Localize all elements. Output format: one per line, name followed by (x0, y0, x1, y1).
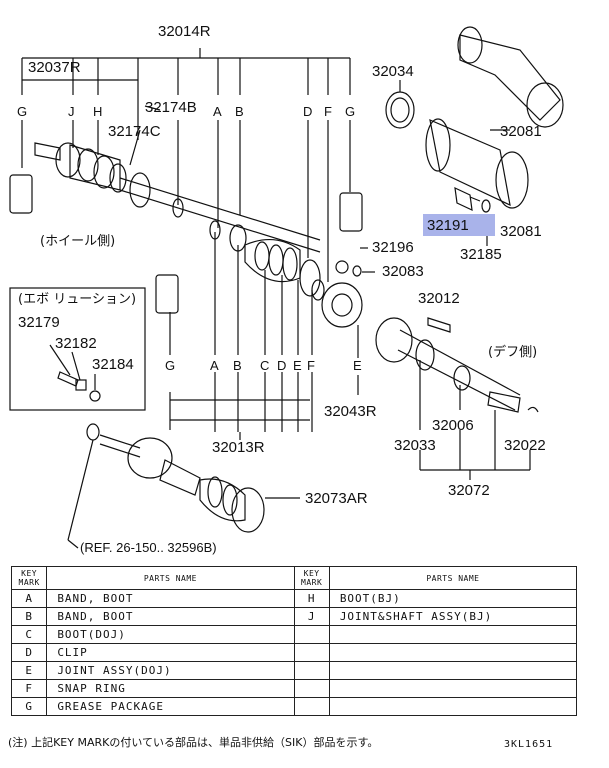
parts-table: KEY MARK PARTS NAME KEY MARK PARTS NAME … (10, 566, 578, 716)
label-32191: 32191 (427, 217, 469, 234)
top-key-6: F (324, 104, 332, 119)
top-key-4: B (235, 104, 244, 119)
label-32184: 32184 (92, 356, 134, 373)
top-key-1: J (68, 104, 75, 119)
table-row: D CLIP (10, 643, 578, 662)
label-32012: 32012 (418, 290, 460, 307)
label-32014R: 32014R (158, 23, 211, 40)
bottom-key-3: C (260, 358, 270, 373)
label-32185: 32185 (460, 246, 502, 263)
label-evolution: (エボ リューション) (18, 292, 137, 307)
bottom-key-2: B (233, 358, 242, 373)
top-key-0: G (17, 104, 28, 119)
label-32083: 32083 (382, 263, 424, 280)
label-32043R: 32043R (324, 403, 377, 420)
name-header-left: PARTS NAME (46, 566, 295, 590)
label-32034: 32034 (372, 63, 414, 80)
label-32022: 32022 (504, 437, 546, 454)
table-row: A BAND, BOOT H BOOT(BJ) (10, 589, 578, 608)
table-row: E JOINT ASSY(DOJ) (10, 661, 578, 680)
diagram-code: 3KL1651 (504, 739, 554, 750)
top-key-5: D (303, 104, 313, 119)
bottom-key-5: E (293, 358, 302, 373)
label-32174B: 32174B (145, 99, 197, 116)
name-header-right: PARTS NAME (328, 566, 578, 590)
top-key-3: A (213, 104, 222, 119)
label-32006: 32006 (432, 417, 474, 434)
label-32073AR: 32073AR (305, 490, 368, 507)
top-key-7: G (345, 104, 356, 119)
label-32196: 32196 (372, 239, 414, 256)
label-32081-lower: 32081 (500, 223, 542, 240)
key-header-right: KEY MARK (293, 566, 330, 590)
bottom-key-e: E (353, 358, 362, 373)
table-row: F SNAP RING (10, 679, 578, 698)
bottom-key-6: F (307, 358, 315, 373)
label-32174C: 32174C (108, 123, 161, 140)
table-row: C BOOT(DOJ) (10, 625, 578, 644)
label-32182: 32182 (55, 335, 97, 352)
footnote: (注) 上記KEY MARKの付いている部品は、単品非供給（SIK）部品を示す。 (8, 736, 379, 749)
table-row: G GREASE PACKAGE (10, 697, 578, 716)
label-32072: 32072 (448, 482, 490, 499)
label-32033: 32033 (394, 437, 436, 454)
bottom-key-4: D (277, 358, 287, 373)
label-32179: 32179 (18, 314, 60, 331)
label-wheel-side: (ホイール側) (40, 234, 116, 249)
label-ref: (REF. 26-150.. 32596B) (80, 540, 217, 555)
label-diff-side: (デフ側) (488, 345, 538, 360)
label-32013R: 32013R (212, 439, 265, 456)
table-row: B BAND, BOOT J JOINT&SHAFT ASSY(BJ) (10, 607, 578, 626)
bottom-key-0: G (165, 358, 176, 373)
label-32081-upper: 32081 (500, 123, 542, 140)
bottom-key-1: A (210, 358, 219, 373)
highlight-32191 (423, 214, 495, 236)
top-key-2: H (93, 104, 103, 119)
label-32037R: 32037R (28, 59, 81, 76)
key-header-left: KEY MARK (10, 566, 48, 590)
